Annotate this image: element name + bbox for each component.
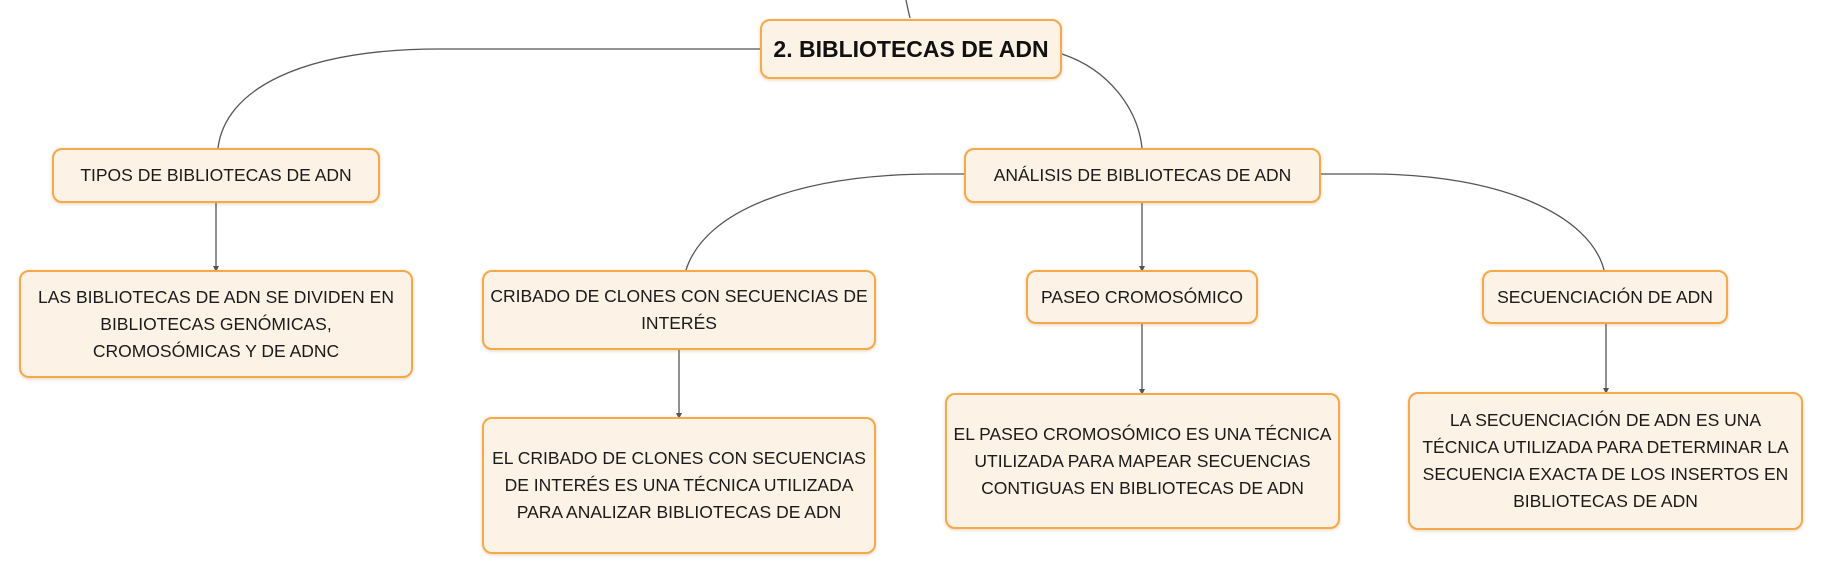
connector-root-to-analisis — [1061, 53, 1143, 149]
connector-analisis-to-secuenciacion — [1321, 173, 1605, 271]
node-label: EL PASEO CROMOSÓMICO ES UNA TÉCNICA UTIL… — [953, 423, 1332, 498]
node-bibliotecas-de-adn[interactable]: 2. BIBLIOTECAS DE ADN — [760, 19, 1062, 79]
arrowhead-cribado-desc — [676, 413, 682, 419]
node-secuenciacion-descripcion[interactable]: LA SECUENCIACIÓN DE ADN ES UNA TÉCNICA U… — [1408, 392, 1803, 530]
node-secuenciacion-de-adn[interactable]: SECUENCIACIÓN DE ADN — [1482, 270, 1728, 324]
node-cribado-de-clones[interactable]: CRIBADO DE CLONES CON SECUENCIAS DE INTE… — [482, 270, 876, 350]
arrowhead-paseo — [1139, 266, 1145, 272]
node-cribado-descripcion[interactable]: EL CRIBADO DE CLONES CON SECUENCIAS DE I… — [482, 417, 876, 554]
node-label: LAS BIBLIOTECAS DE ADN SE DIVIDEN EN BIB… — [38, 286, 394, 361]
node-analisis-de-bibliotecas[interactable]: ANÁLISIS DE BIBLIOTECAS DE ADN — [964, 148, 1321, 203]
connector-parent-to-root — [905, 0, 911, 19]
node-label: 2. BIBLIOTECAS DE ADN — [773, 35, 1049, 62]
node-label: TIPOS DE BIBLIOTECAS DE ADN — [80, 165, 352, 185]
arrowhead-secuenciacion-desc — [1603, 388, 1609, 394]
node-label: CRIBADO DE CLONES CON SECUENCIAS DE INTE… — [490, 286, 868, 333]
node-paseo-descripcion[interactable]: EL PASEO CROMOSÓMICO ES UNA TÉCNICA UTIL… — [945, 393, 1340, 529]
node-paseo-cromosomico[interactable]: PASEO CROMOSÓMICO — [1026, 270, 1258, 324]
arrowhead-tipos-desc — [213, 266, 219, 272]
node-label: SECUENCIACIÓN DE ADN — [1497, 286, 1713, 307]
connector-analisis-to-cribado — [685, 173, 964, 271]
node-label: ANÁLISIS DE BIBLIOTECAS DE ADN — [993, 165, 1292, 185]
node-tipos-de-bibliotecas[interactable]: TIPOS DE BIBLIOTECAS DE ADN — [52, 148, 380, 203]
arrowhead-paseo-desc — [1139, 389, 1145, 395]
node-label: PASEO CROMOSÓMICO — [1041, 286, 1243, 307]
node-label: LA SECUENCIACIÓN DE ADN ES UNA TÉCNICA U… — [1422, 410, 1789, 511]
node-label: EL CRIBADO DE CLONES CON SECUENCIAS DE I… — [492, 448, 866, 522]
connector-root-to-tipos — [217, 48, 760, 149]
node-tipos-descripcion[interactable]: LAS BIBLIOTECAS DE ADN SE DIVIDEN EN BIB… — [19, 270, 413, 378]
